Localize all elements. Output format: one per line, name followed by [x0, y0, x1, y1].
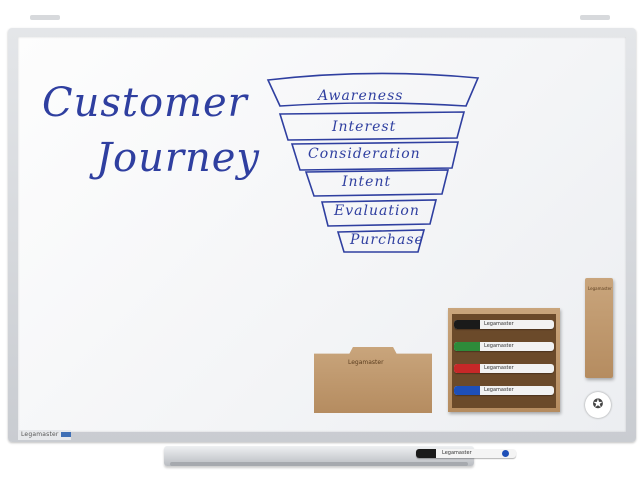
cork-eraser-box[interactable]: Legamaster [314, 347, 432, 413]
marker-cap-red [454, 364, 480, 373]
funnel-stage-1: Awareness [318, 88, 404, 104]
marker-cap-black [454, 320, 480, 329]
funnel-band-1 [266, 72, 480, 107]
title-line-1: Customer [42, 80, 248, 126]
magnetic-eraser[interactable]: Legamaster [585, 278, 613, 378]
funnel-band-3 [290, 141, 460, 171]
marker-black[interactable]: Legamaster [454, 320, 554, 329]
marker-tray-lip [170, 462, 468, 466]
funnel-band-5 [320, 199, 438, 227]
board-brand-text: Legamaster [21, 431, 59, 438]
mounting-clip-left [30, 15, 60, 20]
marker-cap-blue [454, 386, 480, 395]
funnel-stage-3: Consideration [308, 146, 421, 162]
marker-blue[interactable]: Legamaster [454, 386, 554, 395]
marker-brand-2: Legamaster [484, 343, 514, 349]
cert-seal-icon: ✪ [585, 392, 611, 418]
eraser-brand: Legamaster [588, 286, 612, 291]
marker-tray [164, 446, 474, 466]
funnel-stage-2: Interest [332, 119, 397, 135]
marker-brand-3: Legamaster [484, 365, 514, 371]
funnel-band-4 [304, 169, 450, 197]
cork-box-brand: Legamaster [348, 359, 384, 366]
tray-marker-cap [416, 449, 436, 458]
board-brand-label: Legamaster [18, 430, 71, 440]
tray-marker-color-dot [502, 450, 509, 457]
marker-brand-4: Legamaster [484, 387, 514, 393]
marker-red[interactable]: Legamaster [454, 364, 554, 373]
funnel-stage-5: Evaluation [334, 203, 420, 219]
mounting-clip-right [580, 15, 610, 20]
funnel-diagram [266, 72, 480, 253]
tray-marker-brand: Legamaster [442, 450, 472, 456]
funnel-band-2 [278, 111, 466, 141]
marker-green[interactable]: Legamaster [454, 342, 554, 351]
brand-logo-icon [60, 432, 71, 437]
marker-cap-green [454, 342, 480, 351]
marker-brand-1: Legamaster [484, 321, 514, 327]
title-line-2: Journey [96, 135, 261, 181]
funnel-stage-4: Intent [342, 174, 392, 190]
funnel-stage-6: Purchase [350, 232, 424, 248]
funnel-band-6 [336, 229, 426, 253]
tray-marker[interactable]: Legamaster [416, 449, 516, 458]
marker-storage-box[interactable]: Legamaster Legamaster Legamaster Legamas… [448, 308, 560, 412]
